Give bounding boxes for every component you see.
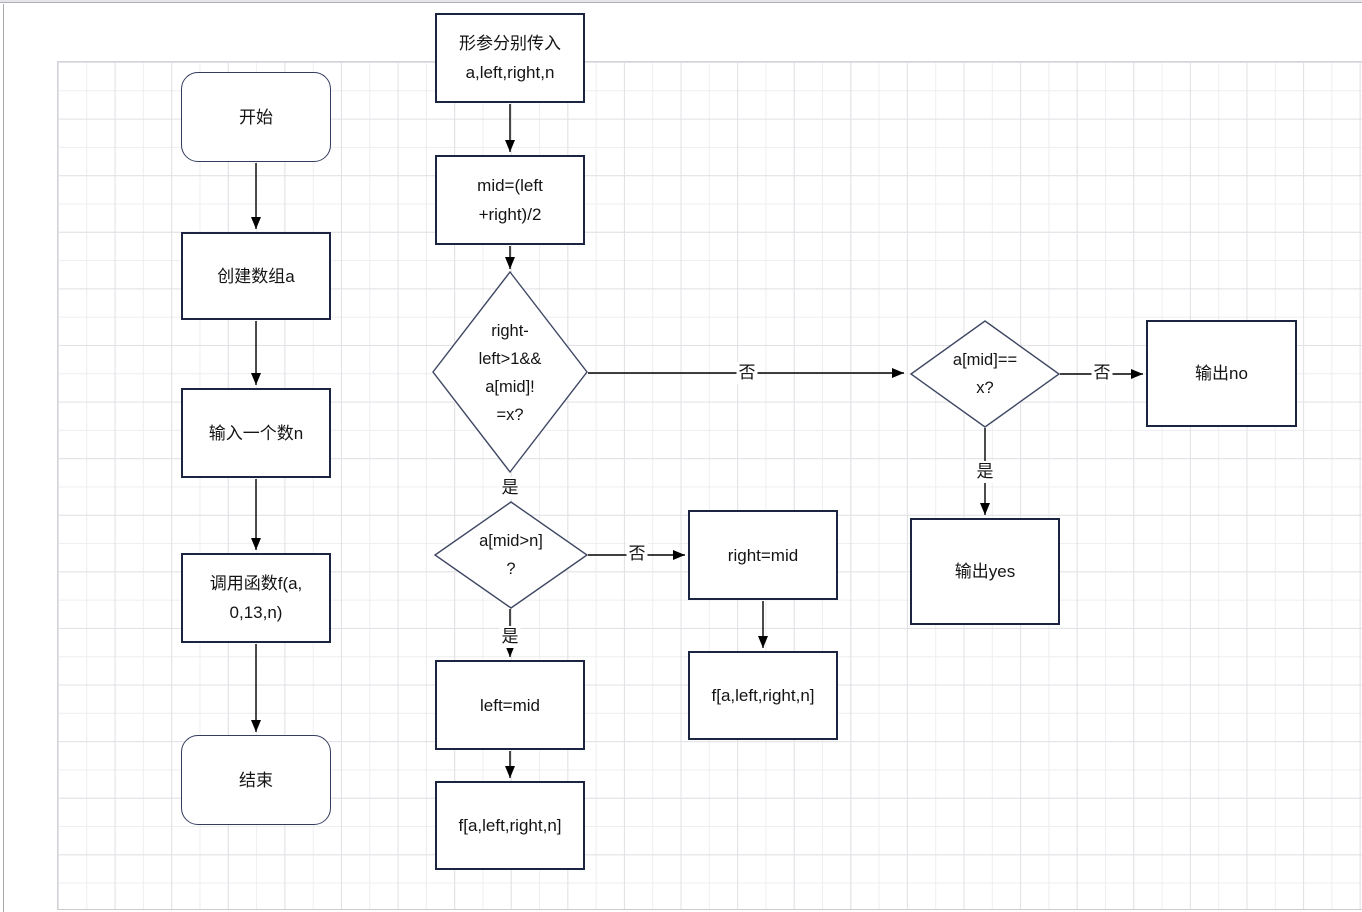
node-call-function[interactable]: 调用函数f(a, 0,13,n) <box>181 553 331 643</box>
edge-label-equal-yes[interactable]: 是 <box>974 461 996 483</box>
node-recurse-left[interactable]: f[a,left,right,n] <box>435 781 585 870</box>
canvas-left-rule <box>3 4 4 912</box>
node-right-mid[interactable]: right=mid <box>688 510 838 600</box>
edge-label-equal-no[interactable]: 否 <box>1091 362 1113 384</box>
node-mid-calc[interactable]: mid=(left +right)/2 <box>435 155 585 245</box>
node-output-no[interactable]: 输出no <box>1146 320 1297 427</box>
decision-loop-shape[interactable] <box>432 270 588 474</box>
edge-label-mid-no[interactable]: 否 <box>626 543 648 565</box>
node-create-array[interactable]: 创建数组a <box>181 232 331 320</box>
edge-label-mid-yes[interactable]: 是 <box>499 626 521 648</box>
window-top-border <box>0 0 1362 3</box>
node-recurse-right[interactable]: f[a,left,right,n] <box>688 651 838 740</box>
edge-label-loop-no[interactable]: 否 <box>736 362 758 384</box>
node-input-n[interactable]: 输入一个数n <box>181 388 331 478</box>
node-output-yes[interactable]: 输出yes <box>910 518 1060 625</box>
node-params[interactable]: 形参分别传入 a,left,right,n <box>435 13 585 103</box>
node-left-mid[interactable]: left=mid <box>435 660 585 750</box>
edge-label-loop-yes[interactable]: 是 <box>499 477 521 499</box>
decision-mid-shape[interactable] <box>433 501 589 609</box>
node-start[interactable]: 开始 <box>181 72 331 162</box>
decision-equal-shape[interactable] <box>909 320 1061 428</box>
node-end[interactable]: 结束 <box>181 735 331 825</box>
